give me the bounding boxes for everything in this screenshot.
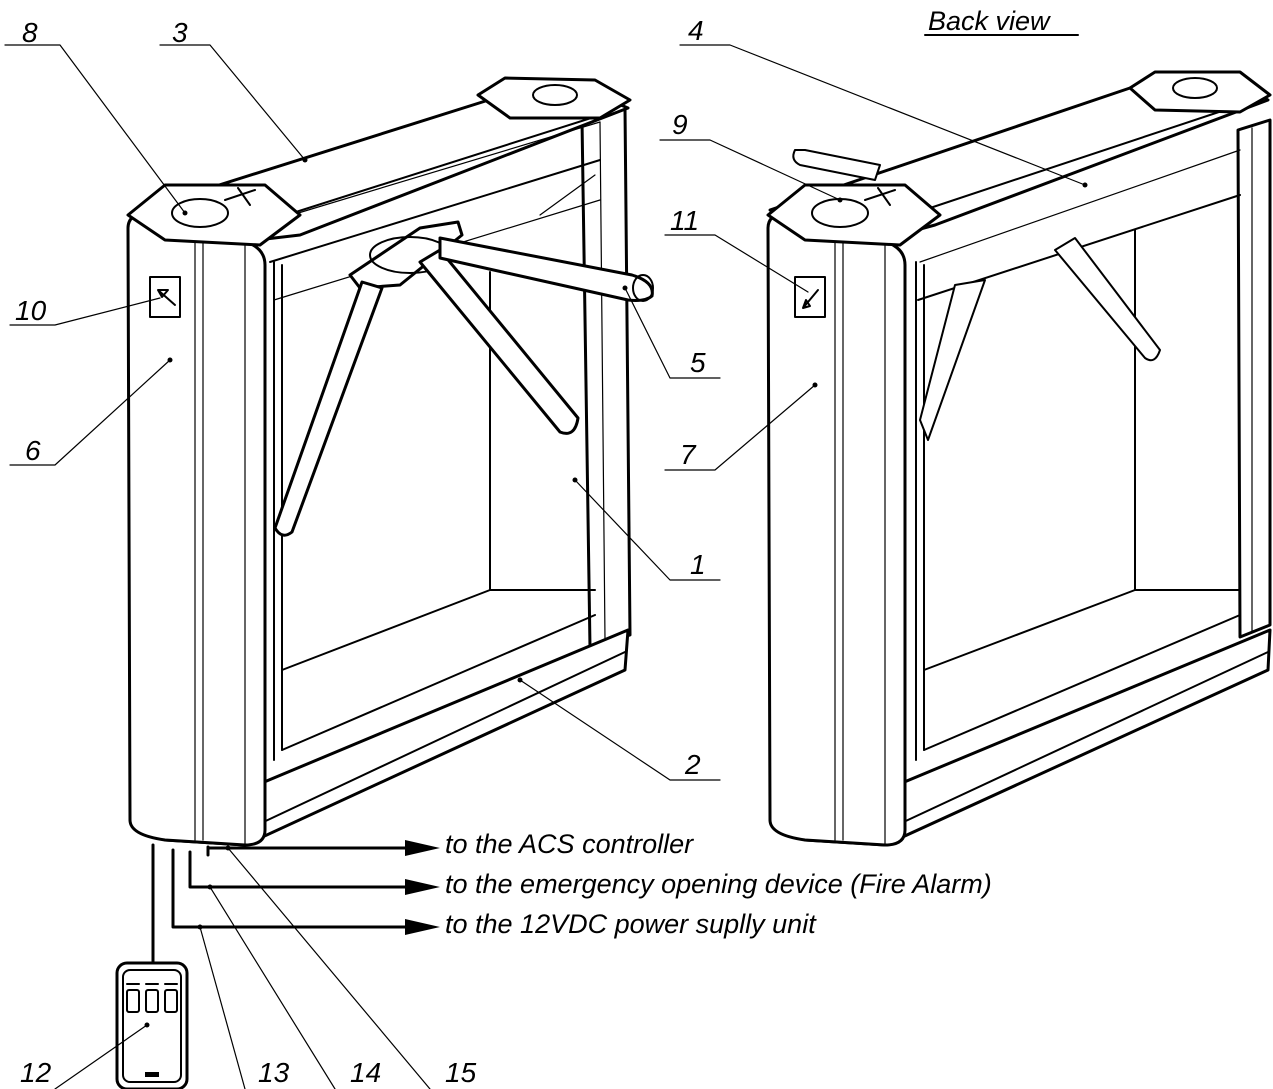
callout-12: 12 [20, 1057, 52, 1088]
leader-lines [4, 34, 1088, 1089]
callout-10: 10 [15, 295, 47, 326]
callout-11: 11 [670, 205, 699, 236]
callout-6: 6 [25, 435, 41, 466]
callout-9: 9 [672, 109, 688, 140]
callout-1: 1 [690, 549, 706, 580]
callout-15: 15 [445, 1057, 477, 1088]
callout-3: 3 [172, 17, 188, 48]
front-turnstile [115, 76, 654, 1089]
callout-14: 14 [350, 1057, 381, 1088]
callout-13: 13 [258, 1057, 290, 1088]
title-back-view: Back view [928, 6, 1051, 36]
callout-8: 8 [22, 17, 38, 48]
label-acs-controller: to the ACS controller [445, 829, 694, 859]
callout-5: 5 [690, 347, 706, 378]
label-power-supply: to the 12VDC power suplly unit [445, 909, 817, 939]
back-turnstile [766, 70, 1272, 847]
callout-4: 4 [688, 15, 704, 46]
callout-7: 7 [680, 439, 697, 470]
callout-2: 2 [684, 749, 701, 780]
label-fire-alarm: to the emergency opening device (Fire Al… [445, 869, 992, 899]
